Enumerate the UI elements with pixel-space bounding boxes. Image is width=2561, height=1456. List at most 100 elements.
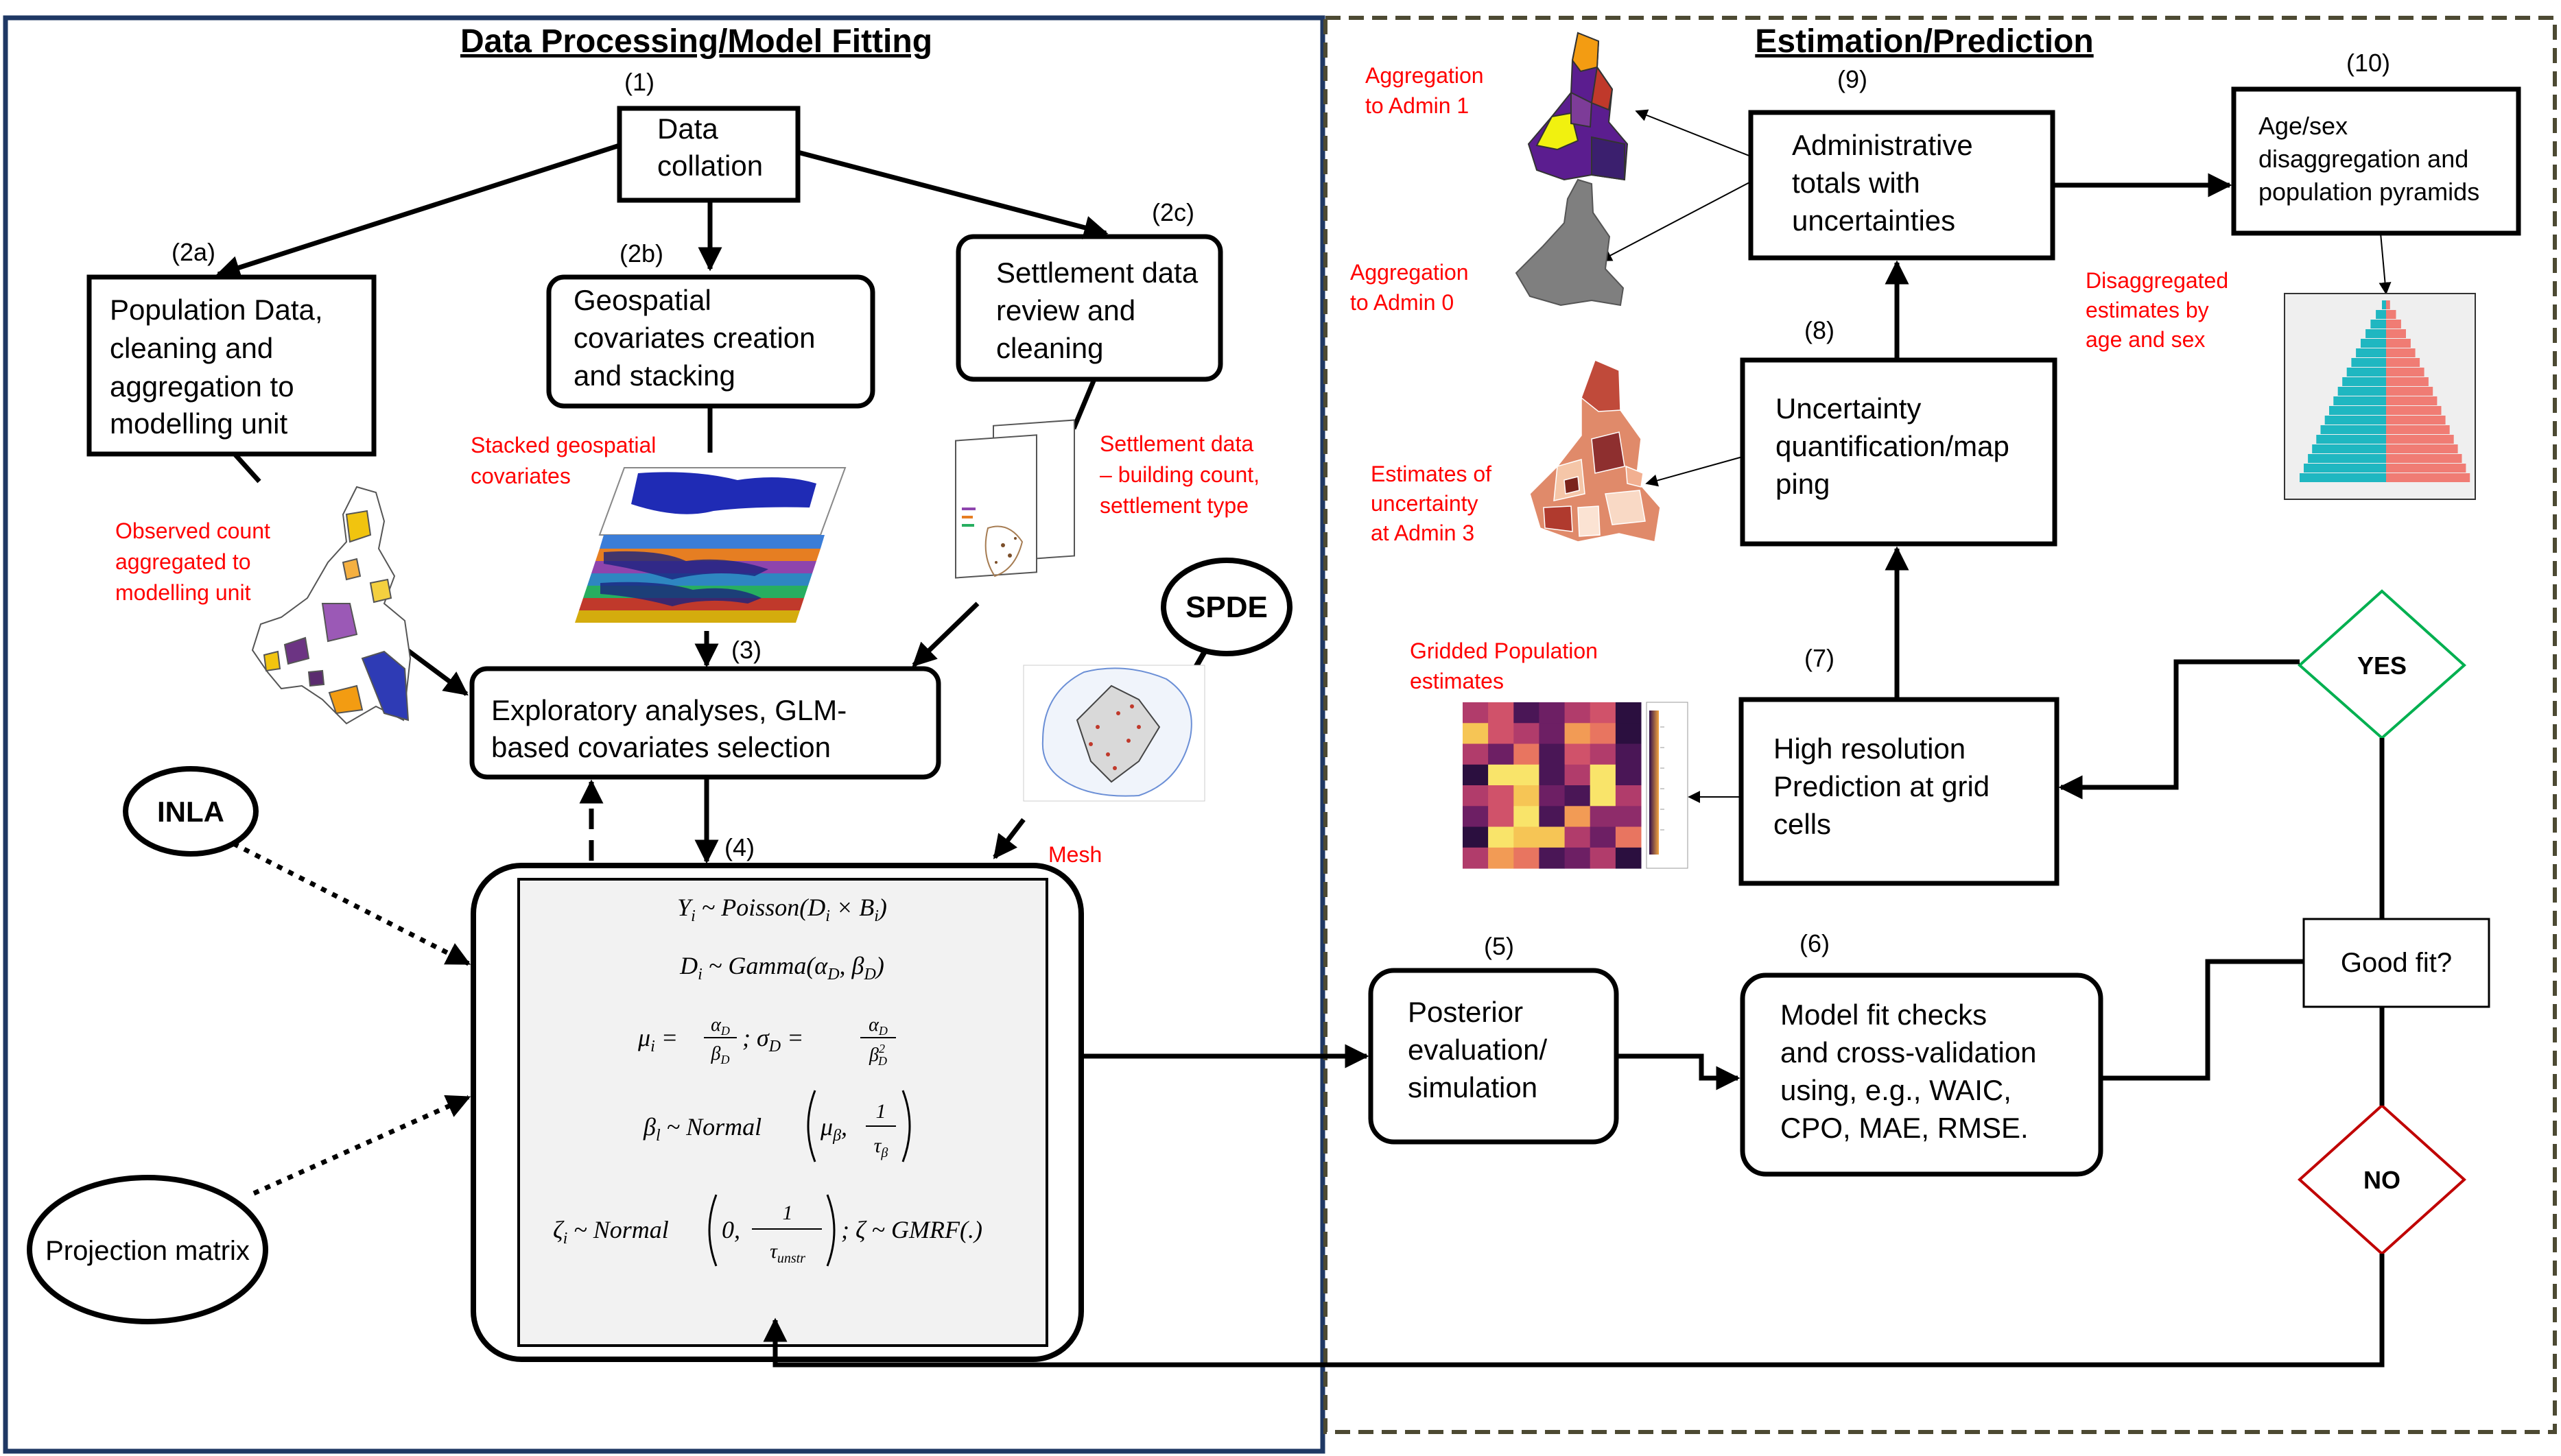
pyramid-bar-male <box>2382 300 2386 309</box>
stacked-annotation-line-1: Stacked geospatial <box>471 433 656 457</box>
line-2a-down <box>233 452 261 484</box>
arrow-settlement-to-3 <box>912 601 980 667</box>
admin0-map-image <box>1515 178 1625 307</box>
thin-connectors <box>1599 109 2392 803</box>
data-collation-line-2: collation <box>657 150 763 182</box>
disagg-annotation-line-2: estimates by <box>2086 298 2209 322</box>
pyramid-bar-female <box>2386 444 2458 453</box>
arrow-yes-to-7 <box>2058 659 2300 800</box>
pyramid-bar-female <box>2386 464 2466 473</box>
observed-annotation-line-1: Observed count <box>115 518 270 543</box>
heatmap-cell <box>1488 764 1514 786</box>
model-fit-checks-box <box>1740 972 2103 1177</box>
admin-line-3: uncertainties <box>1792 204 1955 237</box>
pyramid-bar-male <box>2308 454 2386 463</box>
yes-label: YES <box>2357 652 2407 680</box>
heatmap-cell <box>1539 785 1565 807</box>
right-section-frame <box>1323 16 2557 1434</box>
heatmap-cell <box>1488 785 1514 807</box>
arrow-1-to-2c <box>797 150 1109 239</box>
step-9-number: (9) <box>1837 65 1867 93</box>
heatmap-cell <box>1539 723 1565 745</box>
pyramid-bar-female <box>2386 377 2429 386</box>
age-sex-line-1: Age/sex <box>2258 112 2348 140</box>
step-2c-number: (2c) <box>1152 198 1194 226</box>
settlement-line-3: cleaning <box>996 332 1103 364</box>
step-10-number: (10) <box>2346 49 2390 77</box>
pyramid-bar-female <box>2386 396 2438 405</box>
model-fit-line-1: Model fit checks <box>1780 999 1987 1031</box>
high-res-line-3: cells <box>1773 808 1831 840</box>
paren-left-4 <box>807 1090 816 1162</box>
inla-node <box>123 766 259 857</box>
no-label: NO <box>2363 1166 2400 1194</box>
uncertainty-quantification-box <box>1740 357 2057 547</box>
admin1-map-image <box>1527 32 1629 181</box>
arrow-inla-to-4 <box>232 841 471 966</box>
arrow-8-to-uncert-map <box>1645 456 1743 487</box>
model-fit-line-4: CPO, MAE, RMSE. <box>1780 1112 2029 1144</box>
settlement-line-2: review and <box>996 294 1135 326</box>
equation-gmrf: ; ζ ~ GMRF(.) <box>841 1216 982 1243</box>
pyramid-bar-female <box>2386 300 2390 309</box>
heatmap-cell <box>1615 702 1642 724</box>
heatmap-cell <box>1488 723 1514 745</box>
heatmap-cell <box>1564 743 1591 765</box>
pyramid-bar-female <box>2386 348 2416 357</box>
heatmap-cell <box>1564 723 1591 745</box>
population-data-line-3: aggregation to <box>110 370 294 403</box>
heatmap-cell <box>1463 826 1489 848</box>
good-fit-label: Good fit? <box>2341 948 2452 978</box>
posterior-line-1: Posterior <box>1408 996 1523 1028</box>
arrow-observed-to-3 <box>403 646 469 696</box>
paren-right-4 <box>901 1090 911 1162</box>
annotations: Observed count aggregated to modelling u… <box>115 63 2228 867</box>
high-res-line-1: High resolution <box>1773 732 1966 765</box>
arrow-1-to-2a <box>215 143 621 280</box>
pyramid-bar-female <box>2386 425 2450 434</box>
pyramid-bar-male <box>2356 348 2386 357</box>
pyramid-bar-female <box>2386 435 2454 444</box>
step-2b-number: (2b) <box>619 239 663 267</box>
heatmap-cell <box>1590 847 1616 869</box>
mesh-annotation: Mesh <box>1048 842 1102 867</box>
heatmap-cell <box>1513 702 1539 724</box>
heatmap-cell <box>1513 826 1539 848</box>
equation-mu: μi = <box>637 1024 678 1055</box>
equation-zero: 0, <box>722 1216 740 1243</box>
pyramid-bar-male <box>2370 320 2386 329</box>
stacked-covariates-image <box>575 467 847 623</box>
data-collation-box <box>617 106 801 203</box>
posterior-line-3: simulation <box>1408 1071 1537 1103</box>
pyramid-bar-female <box>2386 310 2396 319</box>
age-sex-line-3: population pyramids <box>2258 178 2479 206</box>
paren-left-5 <box>708 1194 718 1267</box>
heatmap-cell <box>1590 806 1616 828</box>
heatmap-cell <box>1615 764 1642 786</box>
heatmap-cell <box>1488 847 1514 869</box>
right-section-title: Estimation/Prediction <box>1755 23 2093 60</box>
connectors <box>215 143 2385 1368</box>
heatmap-cell <box>1463 847 1489 869</box>
step-5-number: (5) <box>1484 932 1514 960</box>
data-collation-line-1: Data <box>657 112 718 145</box>
pyramid-bar-female <box>2386 368 2424 377</box>
uncert-annotation-line-2: uncertainty <box>1371 491 1478 516</box>
dotted-connectors <box>232 841 471 1196</box>
heatmap-cell <box>1513 785 1539 807</box>
model-fit-text: Model fit checks and cross-validation us… <box>1780 999 2037 1144</box>
equation-zeta-normal: ζi ~ Normal <box>553 1216 669 1248</box>
model-fit-line-3: using, e.g., WAIC, <box>1780 1074 2011 1106</box>
high-res-line-2: Prediction at grid <box>1773 770 1990 802</box>
pyramid-bar-male <box>2312 444 2386 453</box>
step-8-number: (8) <box>1804 316 1834 344</box>
arrow-projection-to-4 <box>252 1095 471 1196</box>
gridded-annotation-line-1: Gridded Population <box>1410 639 1598 663</box>
arrow-5-to-6 <box>1616 1053 1740 1090</box>
pyramid-bar-male <box>2304 464 2386 473</box>
equation-poisson: Yi ~ Poisson(Di × Bi) <box>677 894 887 925</box>
step-2a-number: (2a) <box>172 238 215 266</box>
projection-matrix-node <box>27 1175 268 1324</box>
